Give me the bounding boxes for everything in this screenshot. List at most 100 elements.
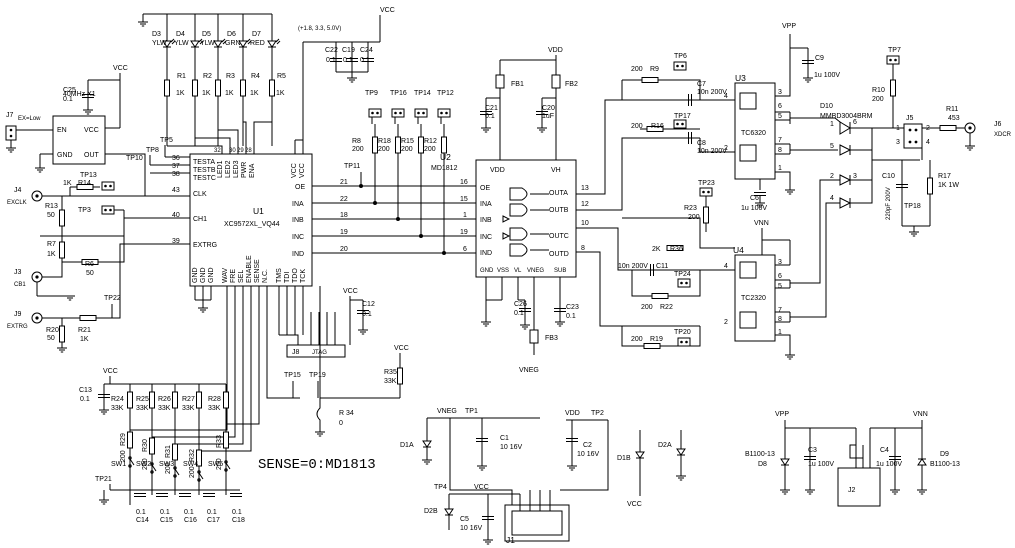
u1-pin-tms: TMS: [276, 268, 283, 283]
r33-value: 200: [216, 458, 223, 470]
c13-ref: C13: [79, 387, 92, 394]
led-d7-color: RED: [250, 40, 265, 47]
r23-value: 200: [688, 214, 700, 221]
c10-value: 220pF 200V: [886, 187, 892, 220]
c7-value: 10n 200V: [697, 89, 727, 96]
switch-bank: VCC C13 0.1 R24 33K 200 R29 SW1 0.1 C14 …: [79, 286, 260, 524]
r5-value: 1K: [276, 90, 285, 97]
r6-ref: R6: [85, 261, 94, 268]
c9-ref: C9: [815, 55, 824, 62]
c24-value: 0.1: [360, 57, 370, 64]
c11-ref: C11: [656, 263, 668, 270]
jtag-header: J8 JTAG VCC C12 0.1: [278, 286, 375, 358]
u2-pin-sub: SUB: [554, 268, 566, 274]
u4-num-8: 8: [778, 316, 782, 323]
d10-num-5: 5: [830, 143, 834, 150]
u3-num-1: 1: [778, 165, 782, 172]
switch-channel-3: R26 33K 200 R31 SW3 0.1 C16: [158, 286, 244, 524]
r20-value: 50: [47, 335, 55, 342]
r1-ref: R1: [177, 73, 186, 80]
j4-ref: J4: [14, 187, 22, 194]
led-d5-ref: D5: [202, 31, 211, 38]
d2b-ref: D2B: [424, 508, 438, 515]
r21-ref: R21: [78, 327, 91, 334]
vpp-u3-label: VPP: [782, 23, 796, 30]
c9-value: 1u 100V: [814, 72, 840, 79]
led-d3-color: YLW: [152, 40, 167, 47]
vcc-sw-label: VCC: [103, 368, 118, 375]
u2-num-8: 8: [581, 245, 585, 252]
j2-ref: J2: [848, 487, 856, 494]
u1-num-40: 40: [172, 212, 180, 219]
c14-value: 0.1: [136, 509, 146, 516]
u1-pin-gnd1: GND: [192, 267, 199, 283]
u1-num-38: 38: [172, 171, 180, 178]
u2-num-10: 10: [581, 220, 589, 227]
j9-ref: J9: [14, 311, 22, 318]
sw3-label: SW3: [159, 461, 174, 468]
r5-ref: R5: [277, 73, 286, 80]
r2-ref: R2: [203, 73, 212, 80]
u2-output-nets: 200 R9 C7 10n 200V TP6 200 R16 C8 10n 20…: [576, 53, 735, 349]
j6-ref: J6: [994, 121, 1002, 128]
u4-num-4: 4: [724, 263, 728, 270]
u1-top-pins: LED1 LED2 LED3 PWR ENA VCC VCC: [217, 160, 306, 178]
j4-label: EXCLK: [7, 200, 27, 206]
r34-value: 0: [339, 420, 343, 427]
r26-value: 33K: [158, 405, 171, 412]
u1-num-37: 37: [172, 163, 180, 170]
hv-supply: VPP B1100-13 D8 C3 1u 100V J2 VNN C4 1u …: [745, 411, 960, 507]
led-d6-ref: D6: [227, 31, 236, 38]
u1-cpld: U1 XC9572XL_VQ44 TESTA TESTB TESTC CLK C…: [172, 153, 348, 313]
x1-label: 40MHz X1: [63, 91, 96, 98]
r18-value: 200: [378, 146, 390, 153]
r10-ref: R10: [872, 87, 885, 94]
vcc-jtag-label: VCC: [343, 288, 358, 295]
u2-pin-vl: VL: [514, 268, 522, 274]
r36-value: 2K: [652, 246, 661, 253]
tp23-label: TP23: [698, 180, 715, 187]
u1-pin-vcc1: VCC: [291, 163, 298, 178]
vneg-pwr-label: VNEG: [437, 408, 457, 415]
r4-ref: R4: [251, 73, 260, 80]
r35-ref: R35: [384, 369, 397, 376]
u1-num-43: 43: [172, 187, 180, 194]
tp19-label: TP19: [309, 372, 326, 379]
fb3-ref: FB3: [545, 335, 558, 342]
r22-ref: R22: [660, 304, 673, 311]
u1-pin-ena: ENA: [249, 163, 256, 178]
r33-ref: R33: [216, 435, 223, 448]
r13-ref: R13: [45, 203, 58, 210]
u2-driver: U2 MD1812 VDD VH OE INA INB INC IND 16 1…: [431, 47, 589, 374]
r30-value: 200: [142, 458, 149, 470]
x1-pin-out: OUT: [84, 152, 100, 159]
r26-ref: R26: [158, 396, 171, 403]
tp4-label: TP4: [434, 484, 447, 491]
tp8-label: TP8: [146, 147, 159, 154]
u1-right-pins: OE INA INB INC IND 21 22 18 19 20: [292, 179, 348, 258]
r31-value: 200: [165, 462, 172, 474]
sense-note: SENSE=0:MD1813: [258, 457, 376, 473]
u4-num-7: 7: [778, 307, 782, 314]
c6-ref: C6: [750, 195, 759, 202]
c26-value: 0.1: [514, 310, 524, 317]
r23-ref: R23: [684, 205, 697, 212]
tp20-label: TP20: [674, 329, 691, 336]
u2-num-12: 12: [581, 201, 589, 208]
tp21-label: TP21: [95, 476, 112, 483]
r34-ref: R 34: [339, 410, 354, 417]
c8-ref: C8: [697, 140, 706, 147]
u2-pin-ina: INA: [480, 201, 492, 208]
r31-ref: R31: [165, 445, 172, 458]
u2-num-15: 15: [460, 196, 468, 203]
tp13-label: TP13: [80, 172, 97, 179]
tp9-label: TP9: [365, 90, 378, 97]
r3-value: 1K: [225, 90, 234, 97]
u2-pin-outa: OUTA: [549, 190, 568, 197]
d8-ref: D8: [758, 461, 767, 468]
tp18-label: TP18: [904, 203, 921, 210]
u1-part: XC9572XL_VQ44: [224, 221, 280, 228]
c18-ref: C18: [232, 517, 245, 524]
u2-pin-ind: IND: [480, 250, 492, 257]
switch-channel-2: R25 33K 200 R30 SW2 0.1 C15: [136, 286, 236, 524]
